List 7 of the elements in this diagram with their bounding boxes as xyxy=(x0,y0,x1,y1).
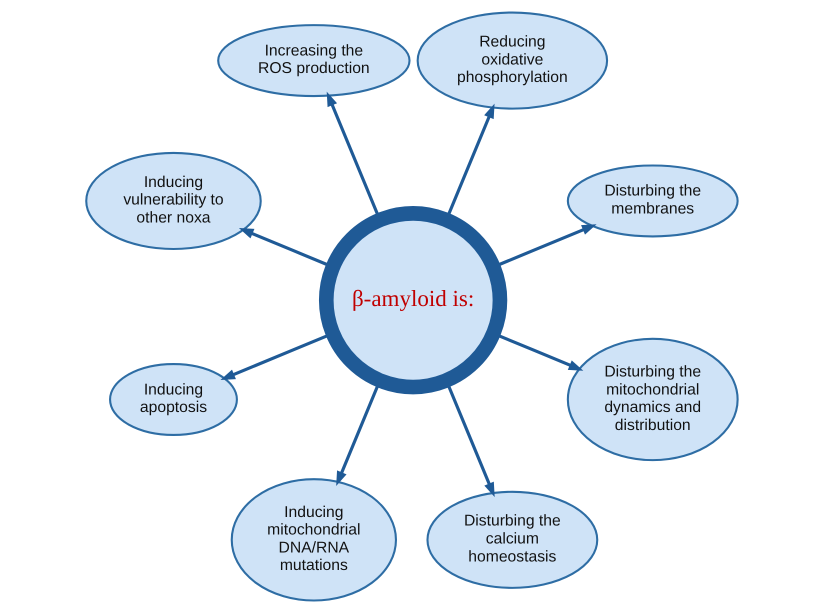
node-ellipse: Inducing vulnerability to other noxa xyxy=(85,152,262,250)
node-ellipse: Inducing mitochondrial DNA/RNA mutations xyxy=(230,478,397,602)
node-circle: β-amyloid is: xyxy=(318,206,508,394)
node-ellipse: Disturbing the membranes xyxy=(566,164,739,238)
node-ellipse: Increasing the ROS production xyxy=(217,24,411,98)
node-ellipse: Disturbing the calcium homeostasis xyxy=(426,490,598,589)
node-ellipse: Reducing oxidative phosphorylation xyxy=(416,12,608,110)
